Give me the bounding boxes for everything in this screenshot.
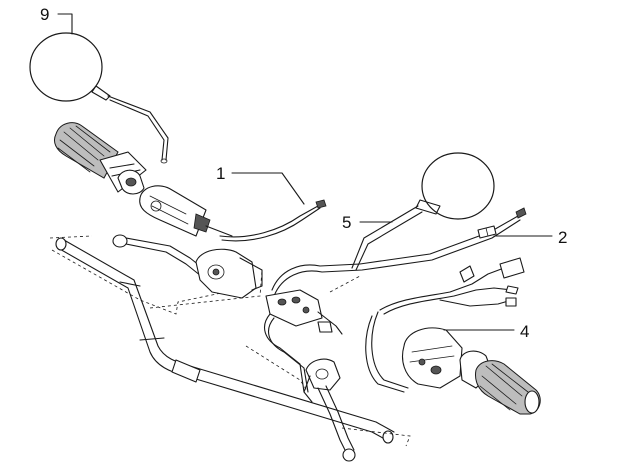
callout-1: 1 (216, 164, 305, 205)
callout-label-4: 4 (520, 322, 529, 341)
right-mirror (351, 152, 495, 271)
callout-2: 2 (493, 228, 567, 247)
exploded-view-guides (329, 275, 411, 447)
callout-4: 4 (443, 322, 529, 341)
callout-5: 5 (342, 213, 393, 232)
throttle-cable (219, 199, 327, 242)
wiring-harness (271, 207, 527, 297)
right-grip (459, 350, 541, 415)
callout-label-1: 1 (216, 164, 225, 183)
callout-label-9: 9 (40, 5, 49, 24)
right-lever-assembly (303, 358, 356, 462)
right-switch-housing (401, 327, 463, 389)
left-switch-unit (245, 289, 343, 393)
left-grip-assembly (53, 122, 147, 195)
callout-9: 9 (40, 5, 73, 35)
handlebar (49, 235, 395, 444)
left-lever-assembly (112, 234, 263, 309)
callout-label-5: 5 (342, 213, 351, 232)
callout-label-2: 2 (558, 228, 567, 247)
switch-wires (365, 257, 525, 393)
throttle-housing (139, 185, 233, 237)
left-mirror (29, 32, 169, 164)
